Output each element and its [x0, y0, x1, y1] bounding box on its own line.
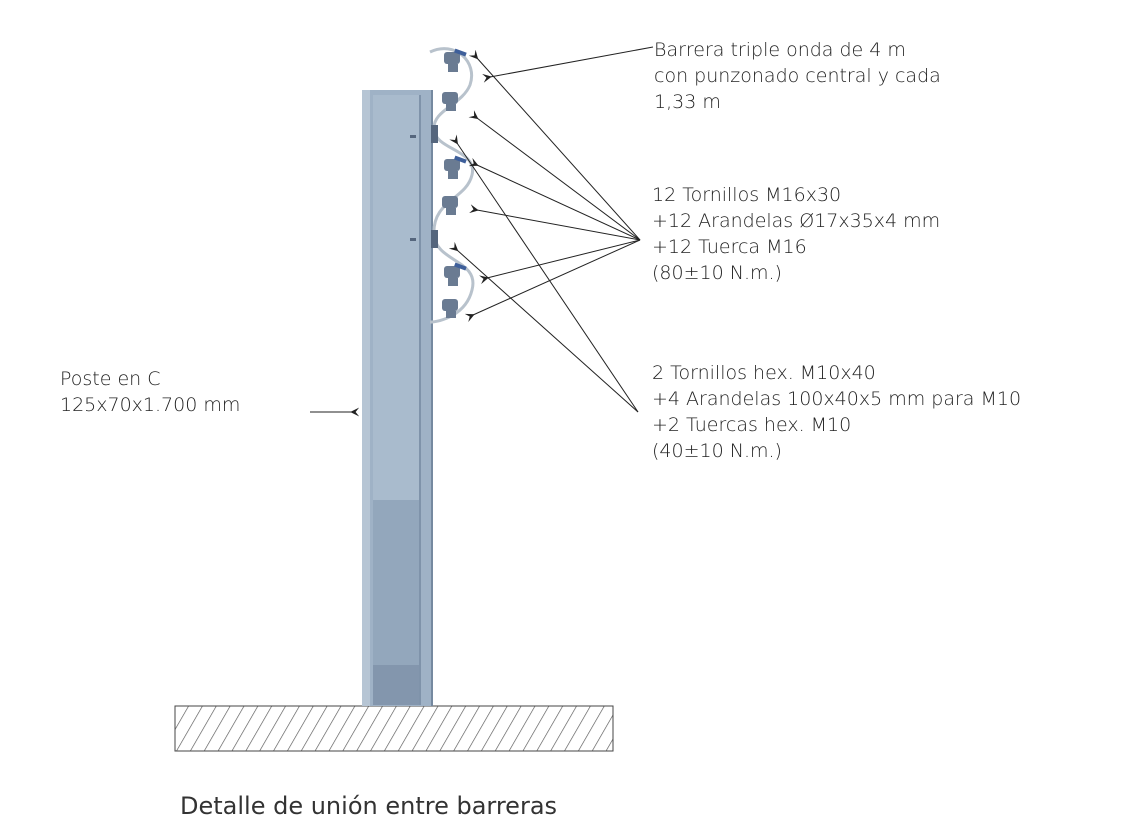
c-post: [362, 90, 433, 706]
leader-arrows: [310, 46, 654, 417]
m10-label-line: +4 Arandelas 100x40x5 mm para M10: [652, 388, 1022, 410]
m16-bolts: [442, 48, 467, 318]
m16-bolts-label: 12 Tornillos M16x30 +12 Arandelas Ø17x35…: [652, 182, 940, 286]
m10-label-line: (40±10 N.m.): [652, 440, 782, 462]
barrier-label-line: Barrera triple onda de 4 m: [654, 39, 906, 61]
m16-label-line: +12 Arandelas Ø17x35x4 mm: [652, 210, 941, 232]
triple-wave-barrier: [429, 47, 475, 324]
post-label-line: Poste en C: [60, 368, 161, 390]
barrier-label: Barrera triple onda de 4 m con punzonado…: [654, 37, 941, 115]
barrier-label-line: 1,33 m: [654, 91, 721, 113]
m16-label-line: 12 Tornillos M16x30: [652, 184, 842, 206]
m10-hex-bolts: [431, 125, 438, 248]
m10-label-line: +2 Tuercas hex. M10: [652, 414, 852, 436]
m10-label-line: 2 Tornillos hex. M10x40: [652, 362, 876, 384]
ground-hatch: [174, 705, 614, 752]
post-label: Poste en C 125x70x1.700 mm: [60, 366, 240, 418]
barrier-label-line: con punzonado central y cada: [654, 65, 941, 87]
post-label-line: 125x70x1.700 mm: [60, 394, 241, 416]
m16-label-line: (80±10 N.m.): [652, 262, 782, 284]
m16-label-line: +12 Tuerca M16: [652, 236, 807, 258]
m10-bolts-label: 2 Tornillos hex. M10x40 +4 Arandelas 100…: [652, 360, 1021, 464]
drawing-caption: Detalle de unión entre barreras: [180, 792, 558, 820]
